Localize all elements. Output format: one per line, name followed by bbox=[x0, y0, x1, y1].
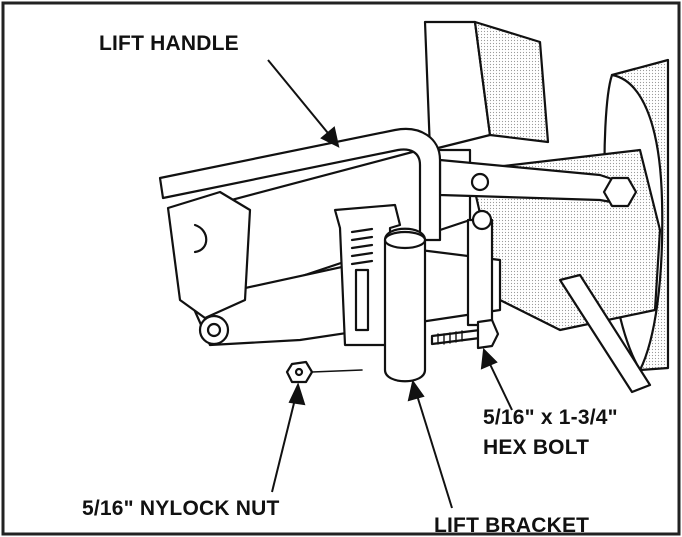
label-nylock-nut: 5/16" NYLOCK NUT bbox=[82, 497, 280, 520]
arrowhead-hex-bolt bbox=[480, 347, 498, 370]
lift-bracket-tube bbox=[383, 227, 427, 383]
label-lift-handle: LIFT HANDLE bbox=[99, 32, 239, 55]
upright-plate-shadow bbox=[473, 20, 550, 144]
label-lift-bracket: LIFT BRACKET bbox=[434, 514, 590, 537]
arrowhead-nylock-nut bbox=[288, 382, 306, 406]
arrowhead-lift-handle bbox=[320, 126, 340, 148]
label-hex-bolt-name: HEX BOLT bbox=[483, 436, 590, 459]
pivot-bolt-center bbox=[470, 172, 490, 192]
hex-bolt-head bbox=[476, 318, 500, 350]
nut-guide-line bbox=[311, 369, 363, 373]
hitch-roller-hub bbox=[206, 322, 222, 338]
rear-post bbox=[466, 218, 494, 327]
leader-lift-handle bbox=[267, 59, 333, 139]
nylock-nut-hole bbox=[294, 367, 304, 377]
hex-bolt-threads bbox=[437, 330, 463, 345]
hex-head-upper bbox=[602, 176, 638, 208]
leader-lift-bracket bbox=[415, 391, 453, 509]
slot-cutout bbox=[354, 268, 370, 332]
lift-handle-tube bbox=[158, 127, 442, 242]
rear-post-bolt bbox=[471, 209, 493, 231]
wheel-disc bbox=[610, 58, 670, 372]
leader-nylock-nut bbox=[271, 394, 297, 493]
lift-bracket-tube-top bbox=[383, 230, 427, 250]
spring-coil bbox=[350, 227, 374, 266]
label-hex-bolt-size: 5/16" x 1-3/4" bbox=[483, 406, 618, 429]
diagonal-link-arm bbox=[558, 273, 652, 394]
leader-hex-bolt bbox=[487, 359, 513, 411]
arrowhead-lift-bracket bbox=[407, 379, 425, 402]
hitch-plate bbox=[166, 190, 252, 320]
hitch-slot bbox=[193, 223, 208, 254]
